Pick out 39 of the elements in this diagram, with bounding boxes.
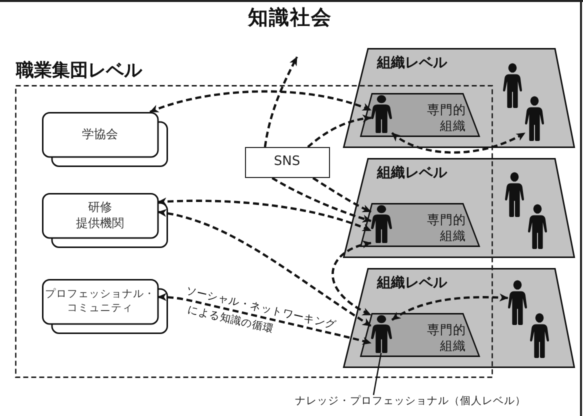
level-heading: 組織レベル [377, 275, 447, 292]
person-icon [371, 95, 392, 133]
card-label: 学協会 [82, 126, 118, 142]
dashed-arrow [332, 240, 372, 316]
person-icon [505, 172, 524, 217]
card-label: プロフェッショナル・コミュニティ [45, 288, 155, 316]
caption-text: ナレッジ・プロフェッショナル（個人レベル） [295, 395, 526, 408]
edge-label: ソーシャル・ネットワーキングによる知識の循環 [184, 284, 338, 337]
box-label: SNS [274, 154, 300, 170]
org-label: 専門的組織 [427, 102, 466, 134]
org-label: 専門的組織 [427, 212, 466, 244]
person-icon [525, 96, 544, 141]
card-label: 研修提供機関 [76, 200, 124, 232]
person-icon [508, 280, 527, 325]
rect-node [245, 147, 330, 178]
person-icon [528, 204, 547, 249]
org-label: 専門的組織 [427, 322, 466, 354]
stacked-card [42, 193, 168, 248]
dashed-arrow [150, 90, 372, 114]
leader-line [372, 352, 382, 396]
level-heading: 組織レベル [377, 165, 447, 182]
dashed-arrow [307, 114, 372, 148]
stacked-card [42, 112, 168, 167]
dashed-arrow [264, 56, 298, 148]
dashed-arrow [272, 177, 372, 222]
dashed-arrow [391, 294, 508, 321]
dashed-arrow [158, 209, 372, 327]
person-icon [371, 205, 392, 243]
dashed-arrow [391, 132, 526, 154]
dashed-arrow [158, 293, 372, 345]
group-heading: 職業集団レベル [16, 60, 142, 82]
stacked-card [42, 279, 168, 334]
person-icon [503, 63, 522, 108]
person-icon [530, 313, 549, 358]
person-icon [371, 315, 392, 353]
diagram-title: 知識社会 [248, 5, 332, 30]
level-heading: 組織レベル [377, 55, 447, 72]
dashed-arrow [312, 177, 372, 213]
dashed-arrow [158, 198, 372, 232]
